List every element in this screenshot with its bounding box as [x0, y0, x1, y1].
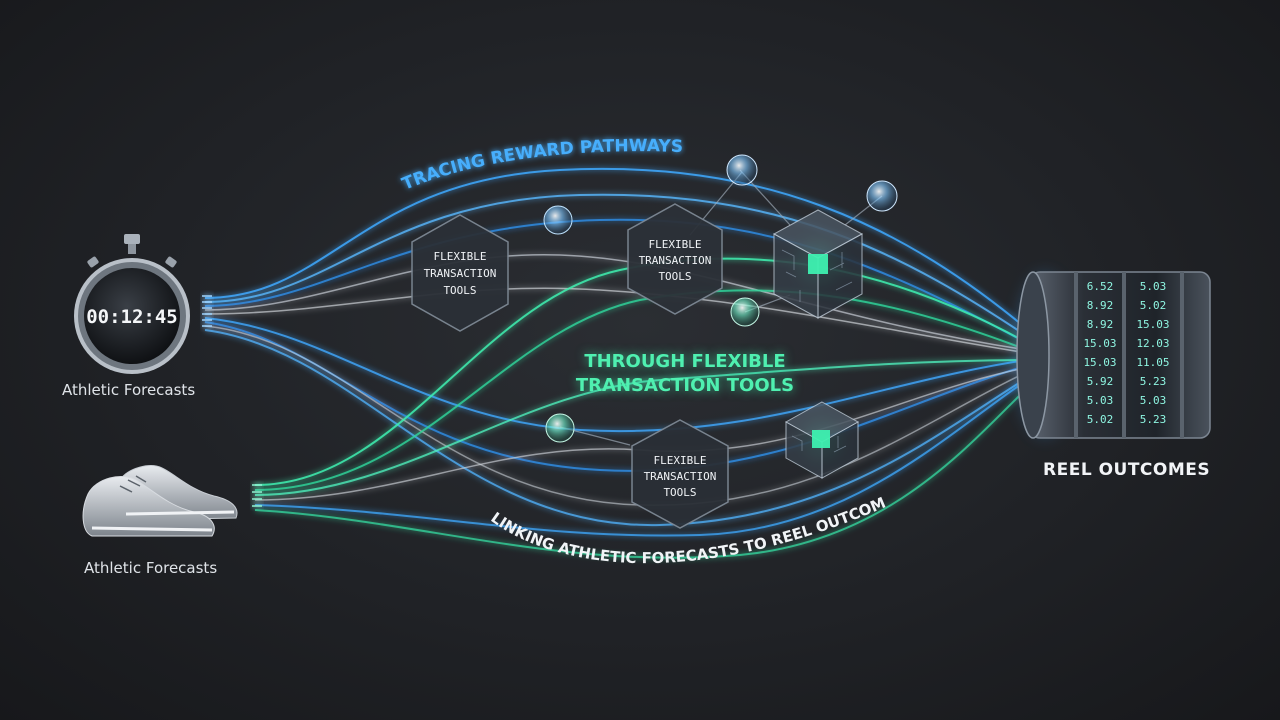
- curve-green-1: [254, 257, 1041, 486]
- hex-node-3: FLEXIBLE TRANSACTION TOOLS: [631, 419, 729, 529]
- hex-node-2: FLEXIBLE TRANSACTION TOOLS: [627, 203, 723, 315]
- circuit-cube-2: [784, 401, 860, 479]
- curve-blue-7: [254, 371, 1041, 537]
- stopwatch-icon: 00:12:45: [74, 234, 190, 374]
- curve-blue-4: [204, 317, 1041, 433]
- reel-column-right: 5.03 5.02 15.03 12.03 11.05 5.23 5.03 5.23: [1136, 280, 1169, 426]
- curve-blue-1: [204, 167, 1041, 341]
- reel-value: 8.92: [1087, 299, 1114, 312]
- middle-title-line-1: THROUGH FLEXIBLE: [584, 351, 786, 372]
- reel-value: 12.03: [1136, 337, 1169, 350]
- stopwatch-display: 00:12:45: [86, 306, 178, 328]
- orb-4: [730, 297, 760, 327]
- reel-value: 15.03: [1083, 356, 1116, 369]
- reel-value: 5.03: [1087, 394, 1114, 407]
- curve-white-2: [204, 287, 1041, 356]
- hex-node-2-line-2: TRANSACTION: [639, 254, 712, 267]
- hex-node-1-line-2: TRANSACTION: [424, 267, 497, 280]
- reel-value: 5.03: [1140, 280, 1167, 293]
- hex-node-2-line-1: FLEXIBLE: [649, 238, 702, 251]
- sneaker-icon: [82, 465, 238, 537]
- reel-value: 5.23: [1140, 413, 1167, 426]
- curve-blue-3: [204, 218, 1041, 351]
- reel-value: 5.03: [1140, 394, 1167, 407]
- curve-blue-6: [204, 329, 1041, 527]
- reel-value: 5.92: [1087, 375, 1114, 388]
- source-label-2: Athletic Forecasts: [84, 559, 218, 577]
- top-arc-textpath: TRACING REWARD PATHWAYS: [399, 136, 683, 194]
- reel-value: 15.03: [1136, 318, 1169, 331]
- fiber-bundle-bottom: [252, 484, 262, 507]
- middle-title: THROUGH FLEXIBLE TRANSACTION TOOLS: [560, 350, 810, 398]
- reel-value: 11.05: [1136, 356, 1169, 369]
- hex-node-1-line-1: FLEXIBLE: [434, 250, 487, 263]
- hex-node-3-line-3: TOOLS: [663, 486, 696, 499]
- hex-node-2-line-3: TOOLS: [658, 270, 691, 283]
- reel-value: 8.92: [1087, 318, 1114, 331]
- curve-green-3: [254, 359, 1041, 496]
- curve-blue-2: [204, 193, 1041, 346]
- orb-3: [866, 180, 898, 212]
- reel-value: 15.03: [1083, 337, 1116, 350]
- orb-1: [543, 205, 573, 235]
- curve-green-2: [254, 289, 1041, 491]
- destination-label: REEL OUTCOMES: [1043, 460, 1211, 480]
- fiber-bundle-top: [202, 295, 212, 327]
- reel-column-left: 6.52 8.92 8.92 15.03 15.03 5.92 5.03 5.02: [1083, 280, 1116, 426]
- source-label-1: Athletic Forecasts: [62, 381, 196, 399]
- top-arc-text: TRACING REWARD PATHWAYS: [399, 136, 683, 194]
- hex-node-1: FLEXIBLE TRANSACTION TOOLS: [411, 214, 509, 332]
- curve-white-1: [204, 253, 1041, 353]
- circuit-cube-1: [772, 209, 864, 319]
- middle-title-line-2: TRANSACTION TOOLS: [575, 375, 795, 396]
- curve-green-4: [254, 375, 1041, 559]
- reel-value: 5.02: [1087, 413, 1114, 426]
- reel-value: 5.23: [1140, 375, 1167, 388]
- reel-value: 5.02: [1140, 299, 1167, 312]
- orbs: [543, 154, 898, 443]
- reel-value: 6.52: [1087, 280, 1114, 293]
- orb-5: [545, 413, 575, 443]
- orb-2: [726, 154, 758, 186]
- hex-node-3-line-2: TRANSACTION: [644, 470, 717, 483]
- hex-node-3-line-1: FLEXIBLE: [654, 454, 707, 467]
- hex-node-1-line-3: TOOLS: [443, 284, 476, 297]
